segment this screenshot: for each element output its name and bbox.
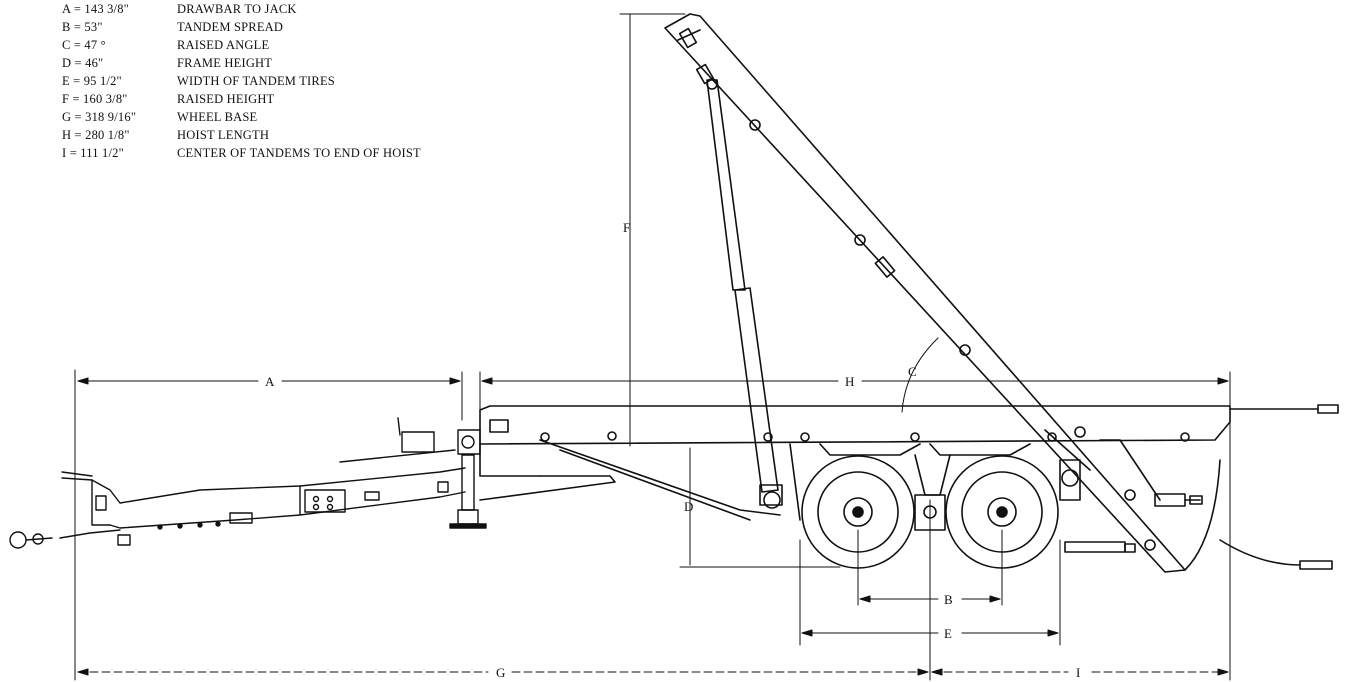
legend-row-i: I = 111 1/2" CENTER OF TANDEMS TO END OF… xyxy=(62,144,421,162)
legend-code: C = 47 ° xyxy=(62,38,106,52)
legend-code: B = 53" xyxy=(62,20,103,34)
dim-label-i: I xyxy=(1076,665,1080,680)
legend-desc: WIDTH OF TANDEM TIRES xyxy=(177,74,335,88)
legend-row-d: D = 46" FRAME HEIGHT xyxy=(62,54,421,72)
legend-code: H = 280 1/8" xyxy=(62,128,130,142)
legend-row-g: G = 318 9/16" WHEEL BASE xyxy=(62,108,421,126)
dim-label-h: H xyxy=(845,374,854,389)
legend-code: G = 318 9/16" xyxy=(62,110,137,124)
hoist-arm xyxy=(664,13,1333,573)
dim-label-e: E xyxy=(944,626,952,641)
legend-code: E = 95 1/2" xyxy=(62,74,122,88)
legend-desc: RAISED ANGLE xyxy=(177,38,270,52)
legend-desc: WHEEL BASE xyxy=(177,110,258,124)
dim-label-d: D xyxy=(684,499,693,514)
legend-row-c: C = 47 ° RAISED ANGLE xyxy=(62,36,421,54)
dim-label-f: F xyxy=(623,220,630,235)
dimension-letter-labels: A H C F D B E G I xyxy=(265,220,1080,680)
legend-code: D = 46" xyxy=(62,56,104,70)
drawbar xyxy=(9,449,466,549)
legend-row-h: H = 280 1/8" HOIST LENGTH xyxy=(62,126,421,144)
legend-desc: RAISED HEIGHT xyxy=(177,92,275,106)
dimension-lines xyxy=(74,13,1231,681)
legend-row-a: A = 143 3/8" DRAWBAR TO JACK xyxy=(62,0,421,18)
rear-tandem-wheels xyxy=(801,455,1059,569)
legend-row-f: F = 160 3/8" RAISED HEIGHT xyxy=(62,90,421,108)
dimension-legend: A = 143 3/8" DRAWBAR TO JACK B = 53" TAN… xyxy=(62,0,421,162)
legend-desc: CENTER OF TANDEMS TO END OF HOIST xyxy=(177,146,421,160)
dim-label-a: A xyxy=(265,374,275,389)
jack-stand xyxy=(397,417,487,529)
dim-label-g: G xyxy=(496,665,505,680)
dim-label-b: B xyxy=(944,592,953,607)
legend-code: I = 111 1/2" xyxy=(62,146,124,160)
wheel-rear xyxy=(945,455,1059,569)
legend-row-b: B = 53" TANDEM SPREAD xyxy=(62,18,421,36)
hydraulic-cylinder xyxy=(706,78,783,509)
legend-row-e: E = 95 1/2" WIDTH OF TANDEM TIRES xyxy=(62,72,421,90)
legend-desc: TANDEM SPREAD xyxy=(177,20,284,34)
legend-code: F = 160 3/8" xyxy=(62,92,128,106)
legend-code: A = 143 3/8" xyxy=(62,2,129,16)
wheel-front xyxy=(801,455,915,569)
legend-desc: FRAME HEIGHT xyxy=(177,56,273,70)
legend-desc: HOIST LENGTH xyxy=(177,128,270,142)
main-frame xyxy=(479,404,1339,531)
dim-label-c: C xyxy=(908,364,917,379)
legend-desc: DRAWBAR TO JACK xyxy=(177,2,297,16)
